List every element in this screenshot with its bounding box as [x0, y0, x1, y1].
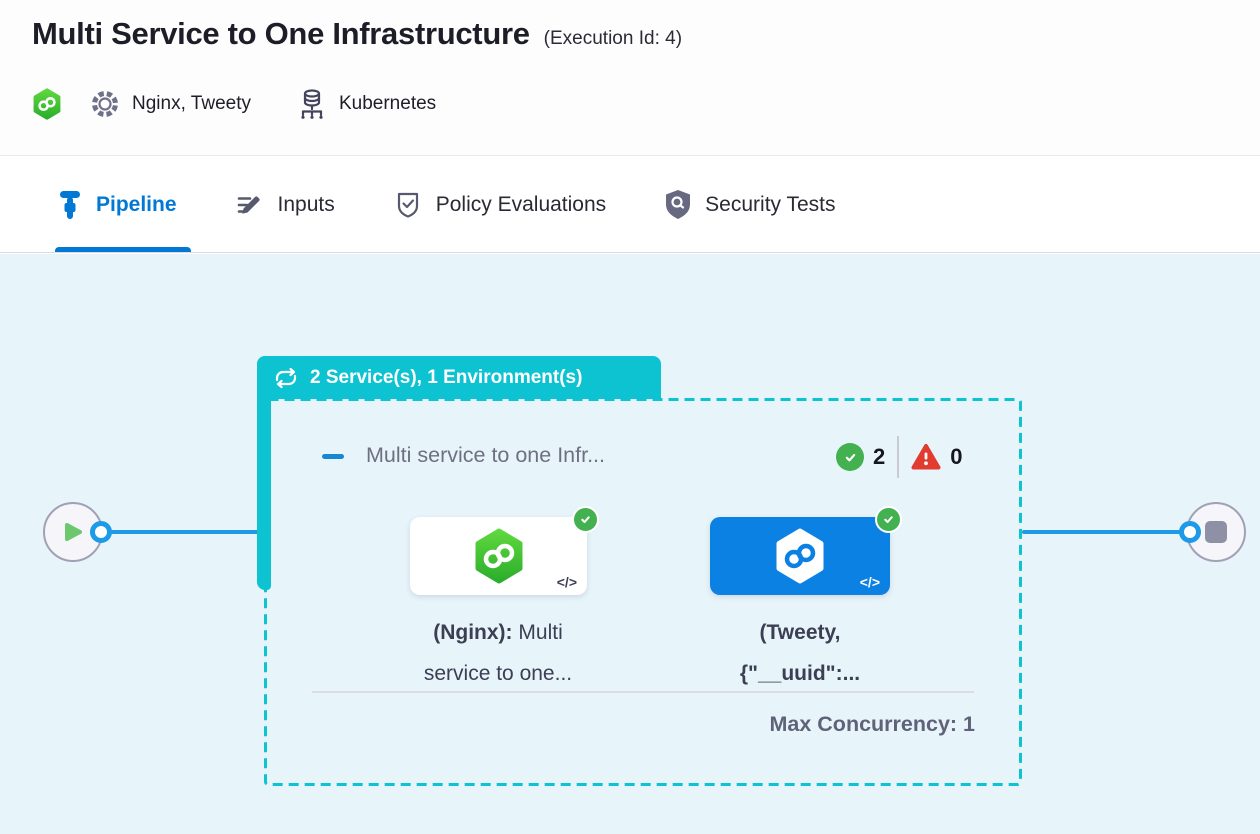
failure-warning-icon — [911, 443, 941, 471]
harness-service-logo — [774, 528, 826, 584]
page-header: Multi Service to One Infrastructure (Exe… — [0, 0, 1260, 156]
stage-group-boundary — [264, 398, 1022, 786]
tab-label: Policy Evaluations — [435, 192, 607, 216]
service-label-line1: (Tweety, — [759, 621, 841, 644]
tab-inputs[interactable]: Inputs — [235, 157, 335, 252]
success-check-icon — [836, 443, 864, 471]
page-title: Multi Service to One Infrastructure — [32, 16, 530, 51]
service-label-tweety: (Tweety, {"__uuid":... — [640, 612, 960, 694]
end-node — [1186, 502, 1246, 562]
start-node — [43, 502, 103, 562]
stage-group-strip — [257, 356, 271, 590]
service-node-tweety[interactable]: </> — [710, 506, 902, 595]
harness-service-icon — [32, 88, 62, 120]
tab-label: Security Tests — [705, 192, 836, 216]
start-node-port — [90, 521, 112, 543]
meta-row: Nginx, Tweety Kubernetes — [32, 85, 436, 123]
status-separator — [897, 436, 900, 478]
execution-id: (Execution Id: 4) — [543, 28, 683, 49]
tab-policy-evaluations[interactable]: Policy Evaluations — [393, 157, 606, 252]
infrastructure-icon — [297, 88, 327, 120]
play-icon — [61, 519, 85, 545]
stage-footer-divider — [312, 691, 974, 693]
max-concurrency-label: Max Concurrency: 1 — [769, 712, 975, 736]
tab-label: Inputs — [277, 192, 335, 216]
service-node-nginx[interactable]: </> — [410, 506, 599, 595]
service-label-line2: service to one... — [423, 662, 573, 685]
edge-stage-to-end — [1022, 530, 1190, 534]
end-node-port — [1179, 521, 1201, 543]
stage-group-badge-label: 2 Service(s), 1 Environment(s) — [310, 366, 583, 388]
stop-icon — [1205, 521, 1227, 543]
tab-label: Pipeline — [96, 192, 177, 216]
tab-security-tests[interactable]: Security Tests — [664, 157, 836, 252]
success-badge-icon — [875, 506, 902, 533]
inputs-icon — [235, 190, 265, 220]
gear-icon — [90, 89, 120, 119]
services-names: Nginx, Tweety — [132, 93, 251, 114]
service-label-line1: (Nginx): Multi — [433, 621, 563, 644]
stage-group-badge[interactable]: 2 Service(s), 1 Environment(s) — [257, 356, 661, 399]
edge-start-to-stage — [98, 530, 264, 534]
success-badge-icon — [572, 506, 599, 533]
harness-service-logo — [473, 528, 525, 584]
success-count: 2 — [873, 444, 886, 469]
service-label-line2: {"__uuid":... — [739, 662, 861, 685]
loop-icon — [273, 367, 299, 389]
stage-status-counts: 2 0 — [836, 436, 963, 478]
security-shield-icon — [664, 189, 692, 221]
service-label-nginx: (Nginx): Multi service to one... — [330, 612, 666, 694]
tab-bar: Pipeline Inputs Policy Evaluations — [0, 157, 1260, 253]
tab-pipeline[interactable]: Pipeline — [55, 157, 191, 252]
infrastructure-name: Kubernetes — [338, 93, 437, 114]
pipeline-icon — [57, 190, 83, 220]
failure-count: 0 — [950, 444, 963, 469]
code-glyph: </> — [859, 574, 880, 590]
policy-shield-check-icon — [393, 190, 423, 220]
code-glyph: </> — [556, 574, 577, 590]
stage-name[interactable]: Multi service to one Infr... — [366, 443, 605, 467]
collapse-minus-icon[interactable] — [322, 454, 344, 459]
pipeline-canvas: 2 Service(s), 1 Environment(s) Multi ser… — [0, 254, 1260, 834]
title-row: Multi Service to One Infrastructure (Exe… — [32, 16, 682, 52]
